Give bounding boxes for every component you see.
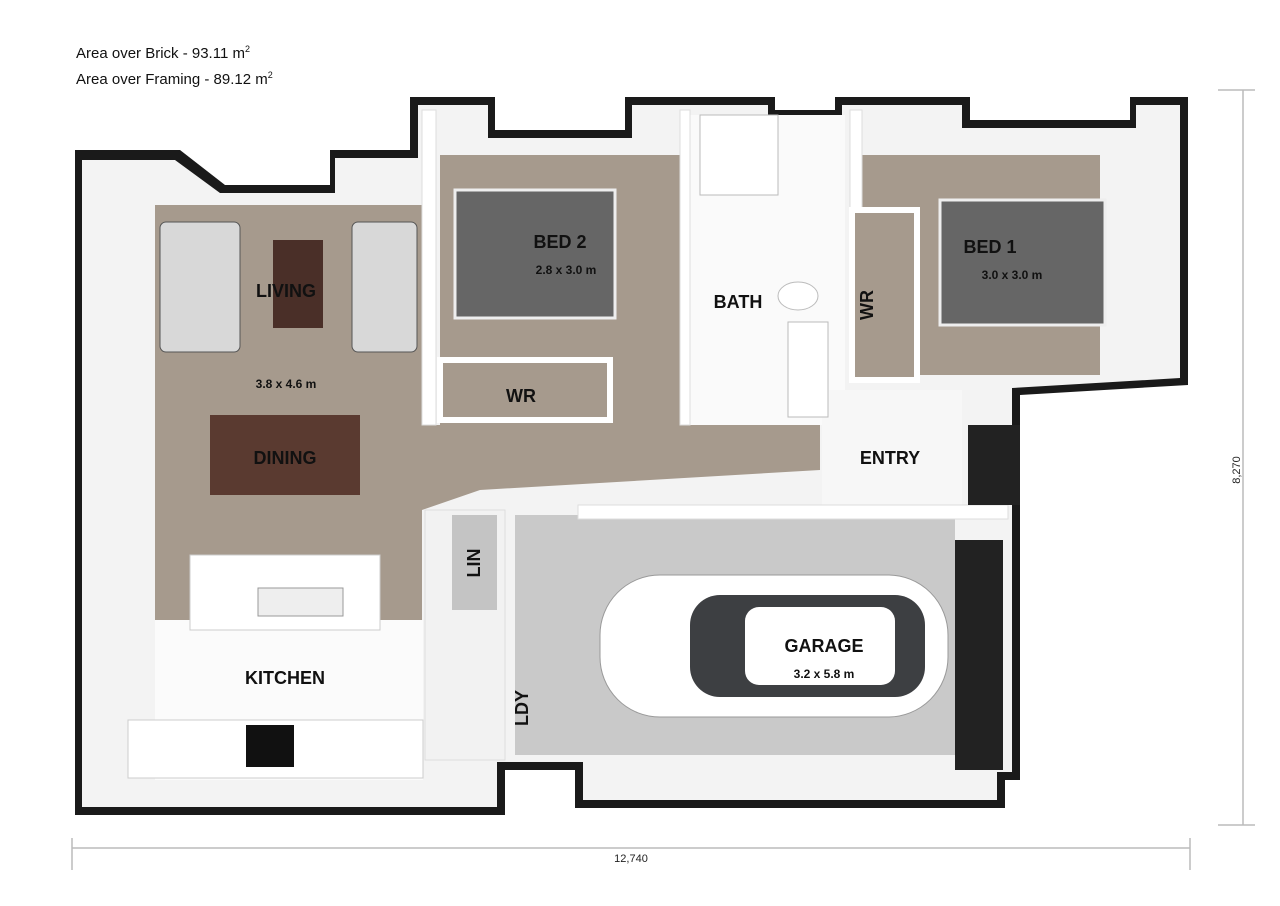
carpet-hall [422, 425, 820, 510]
width-dimension: 12,740 [614, 853, 648, 865]
car [599, 574, 949, 718]
wall [577, 504, 1009, 520]
shower [699, 114, 779, 196]
vanity [787, 321, 829, 418]
sofa [159, 221, 241, 353]
area-brick-text: Area over Brick - 93.11 m [76, 45, 245, 62]
room-bed1: BED 1 [963, 237, 1016, 257]
sink [257, 587, 344, 617]
area-over-framing: Area over Framing - 89.12 m2 [76, 70, 273, 88]
room-ldy: LDY [512, 690, 532, 726]
linen-cupboard [452, 515, 497, 610]
room-entry: ENTRY [860, 448, 920, 468]
room-bed1-size: 3.0 x 3.0 m [982, 268, 1043, 282]
room-living: LIVING [256, 281, 316, 301]
dining-table [210, 415, 360, 495]
wr-bed1 [849, 207, 920, 383]
room-bath: BATH [714, 292, 763, 312]
garage-door [955, 540, 1003, 770]
room-lin: LIN [464, 549, 484, 578]
cooktop [246, 725, 294, 767]
sofa [351, 221, 418, 353]
unit-superscript: 2 [244, 44, 250, 54]
entry-floor [822, 390, 962, 505]
area-over-brick: Area over Brick - 93.11 m2 [76, 44, 250, 62]
room-dining: DINING [254, 448, 317, 468]
room-bed2-size: 2.8 x 3.0 m [536, 263, 597, 277]
room-garage-size: 3.2 x 5.8 m [794, 667, 855, 681]
area-framing-text: Area over Framing - 89.12 m [76, 71, 268, 88]
wall [421, 109, 437, 426]
room-wr-bed1: WR [857, 290, 877, 320]
width-dimension-line [71, 838, 1191, 870]
toilet [777, 281, 819, 311]
room-kitchen: KITCHEN [245, 668, 325, 688]
room-garage: GARAGE [784, 636, 863, 656]
room-bed2: BED 2 [533, 232, 586, 252]
bed [938, 198, 1107, 327]
depth-dimension: 8,270 [1231, 456, 1243, 484]
depth-dimension-line [1218, 89, 1255, 826]
coffee-table [273, 240, 323, 328]
entry-screen [968, 425, 1020, 505]
unit-superscript: 2 [267, 70, 273, 80]
room-living-size: 3.8 x 4.6 m [256, 377, 317, 391]
wr-bed2 [437, 357, 613, 423]
wall [679, 109, 691, 426]
room-wr-bed2: WR [506, 386, 536, 406]
bed [453, 188, 617, 320]
